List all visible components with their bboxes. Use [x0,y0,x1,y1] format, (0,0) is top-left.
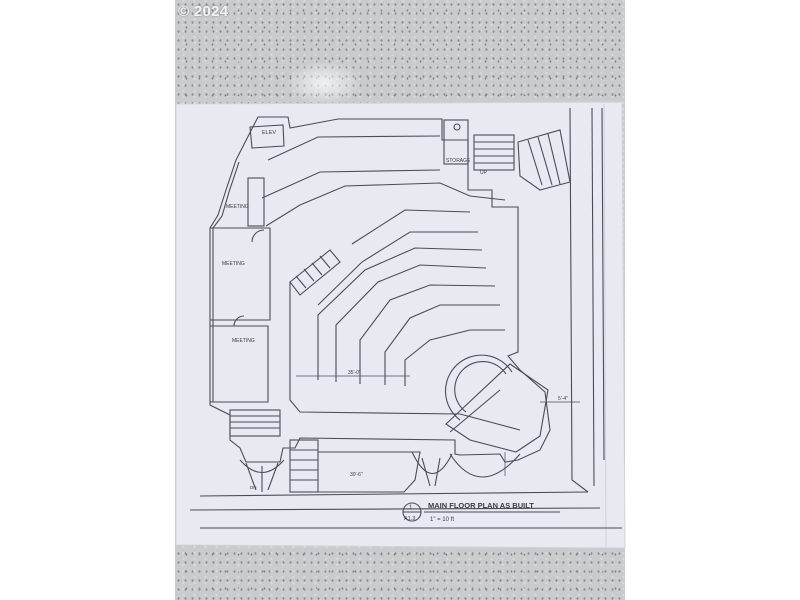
toilet-fixture [453,123,461,131]
label-meeting-1: MEETING [226,204,249,210]
interior-stair [289,249,341,296]
dim-sanctuary-width: 35'-0" [348,370,361,376]
elevator-box [249,124,285,149]
sheet-number: A1.3 [404,516,415,522]
door-swing-2 [233,315,245,327]
plan-scale: 1" = 10 ft [430,517,454,523]
label-dn: DN [250,485,257,490]
storage-room [443,119,469,165]
north-east-entry-fan [517,129,571,191]
site-line-south [199,491,589,497]
meeting-room-2 [210,227,271,321]
meeting-room-3 [210,325,269,403]
right-letterbox [625,0,800,600]
pew-row-5 [359,284,496,384]
label-up: UP [480,170,488,176]
west-wall [212,161,240,402]
sanctuary-north-wall [265,182,506,227]
south-east-bay [449,453,521,478]
door-swing-1 [251,229,265,243]
chancel [444,354,549,453]
detail-number: 1 [409,505,413,511]
lower-level-wall [318,451,421,493]
left-letterbox [0,0,175,600]
site-line-east-2 [591,107,595,487]
plan-title: MAIN FLOOR PLAN AS BUILT [428,501,534,510]
north-corridor-1 [267,135,441,161]
site-line-east [569,107,589,493]
label-meeting-2: MEETING [222,261,245,267]
north-east-stairs [473,134,515,171]
plan-linework [189,107,622,529]
south-lower-stairs [289,439,319,493]
pew-row-6 [384,304,500,385]
dim-right-offset: 5'-4" [558,396,568,402]
label-storage: STORAGE [446,158,471,164]
site-line-south-2 [189,507,601,511]
paper-fold [603,103,607,549]
pew-row-1 [351,209,471,245]
south-west-stairs [229,409,281,437]
site-line-east-3 [601,107,605,461]
pew-row-2 [317,231,478,306]
paper-sheet [175,101,626,549]
sanctuary-inner-wall [289,282,521,431]
meeting-room-1 [247,177,265,227]
pew-row-3 [317,247,483,380]
light-glare [288,62,360,104]
south-center-entry [411,451,453,487]
pew-row-7 [404,329,505,386]
north-corridor-2 [261,169,441,199]
label-elev: ELEV [262,130,276,136]
dim-lower-width: 30'-6" [350,472,363,478]
south-west-entry-fan [239,459,285,492]
label-meeting-3: MEETING [232,338,255,344]
pew-row-4 [335,264,487,382]
copyright-watermark: © 2024 [178,3,229,20]
